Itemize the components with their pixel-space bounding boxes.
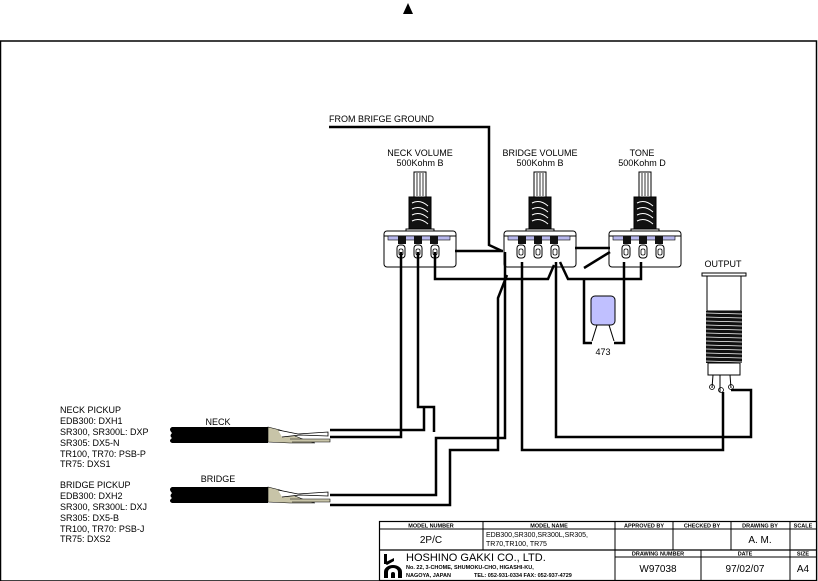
up-triangle-icon [403, 3, 413, 14]
wire [614, 262, 626, 345]
jack-barrel [706, 275, 742, 312]
bridge-volume-value: 500Kohm B [516, 158, 563, 168]
company-address-line1: No. 22, 3-CHOME, SHUMOKU-CHO, HIGASHI-KU… [406, 565, 534, 571]
bridge-volume-name: BRIDGE VOLUME [502, 148, 577, 158]
scale-header: SCALE [794, 524, 813, 530]
hoshino-logo-icon [384, 554, 402, 578]
neck-pickup-info: NECK PICKUP EDB300: DXH1 SR300, SR300L: … [60, 405, 149, 469]
neck-pickup-model: SR305: DX5-N [60, 438, 120, 448]
neck-volume-value: 500Kohm B [396, 158, 443, 168]
wire [582, 279, 592, 345]
neck-pickup-model: EDB300: DXH1 [60, 416, 123, 426]
bridge-pickup-cable [170, 486, 331, 504]
model-number-value: 2P/C [420, 535, 442, 546]
neck-pickup-model: TR100, TR70: PSB-P [60, 449, 146, 459]
size-header: SIZE [797, 552, 810, 558]
size-value: A4 [797, 564, 810, 575]
tone-name: TONE [630, 148, 655, 158]
pot-lug [638, 244, 648, 259]
capacitor-lead [608, 324, 615, 342]
jack-base [707, 362, 741, 376]
checked-by-header: CHECKED BY [684, 524, 721, 530]
wire [416, 252, 436, 432]
bridge-pickup-model: EDB300: DXH2 [60, 491, 123, 501]
output-jack: OUTPUT [701, 259, 747, 393]
jack-lugs [711, 374, 732, 392]
wire [554, 262, 753, 439]
date-header: DATE [738, 552, 753, 558]
model-name-header: MODEL NAME [530, 524, 568, 530]
neck-pickup-model: SR300, SR300L: DXP [60, 427, 149, 437]
company-phone: TEL: 052-931-0334 FAX: 052-937-4729 [474, 573, 572, 579]
wire [520, 262, 725, 452]
company-address-line2: NAGOYA, JAPAN [406, 573, 451, 579]
neck-volume-pot [383, 171, 457, 268]
title-block: MODEL NUMBER MODEL NAME APPROVED BY CHEC… [378, 520, 818, 581]
bridge-cable-label: BRIDGE [201, 474, 236, 484]
wire [433, 252, 556, 281]
model-number-header: MODEL NUMBER [408, 524, 453, 530]
capacitor-label: 473 [595, 347, 610, 357]
wire [558, 261, 643, 281]
capacitor-lead [591, 324, 598, 342]
pot-lug [550, 244, 560, 259]
model-name-line2: TR70,TR100, TR75 [486, 541, 547, 548]
wire [583, 250, 611, 270]
date-value: 97/02/07 [726, 564, 765, 575]
model-name-line1: EDB300,SR300,SR300L,SR305, [486, 532, 588, 539]
neck-pickup-cable [170, 426, 331, 444]
wire [330, 252, 403, 439]
bridge-pickup-title: BRIDGE PICKUP [60, 480, 131, 490]
neck-pickup-model: TR75: DXS1 [60, 459, 111, 469]
bridge-pickup-model: TR100, TR70: PSB-J [60, 524, 144, 534]
bridge-pickup-model: TR75: DXS2 [60, 534, 111, 544]
cable-lead [277, 489, 329, 498]
jack-lug-hole [718, 387, 724, 393]
drawing-frame [0, 40, 818, 581]
tone-value: 500Kohm D [618, 158, 666, 168]
drawing-by-value: A. M. [748, 535, 771, 546]
capacitor: 473 [590, 295, 616, 357]
pot-lug [516, 244, 526, 259]
drawing-number-value: W97038 [639, 564, 677, 575]
output-label: OUTPUT [705, 259, 743, 269]
drawing-by-header: DRAWING BY [742, 524, 778, 530]
neck-volume-name: NECK VOLUME [387, 148, 453, 158]
neck-cable-label: NECK [205, 417, 230, 427]
wire [330, 274, 509, 507]
neck-pickup-title: NECK PICKUP [60, 405, 121, 415]
pot-lug [533, 244, 543, 259]
pot-lug [621, 244, 631, 259]
pot-lug [655, 244, 665, 259]
jack-lug-hole [709, 384, 715, 390]
cable-jacket [170, 427, 268, 443]
wires [330, 246, 753, 507]
ground-wire [329, 125, 503, 253]
wire [330, 252, 507, 497]
bridge-volume-pot [503, 171, 577, 268]
bridge-pickup-model: SR305: DX5-B [60, 513, 119, 523]
cable-lead [277, 429, 329, 438]
ground-label: FROM BRIFGE GROUND [329, 114, 434, 124]
cable-jacket [170, 487, 268, 503]
bridge-pickup-info: BRIDGE PICKUP EDB300: DXH2 SR300, SR300L… [60, 480, 147, 544]
drawing-number-header: DRAWING NUMBER [632, 552, 684, 558]
approved-by-header: APPROVED BY [624, 524, 664, 530]
wire [330, 407, 426, 432]
bridge-pickup-model: SR300, SR300L: DXJ [60, 502, 147, 512]
capacitor-body [590, 295, 616, 326]
tone-pot [608, 171, 682, 268]
company-name: HOSHINO GAKKI CO., LTD. [406, 552, 546, 564]
